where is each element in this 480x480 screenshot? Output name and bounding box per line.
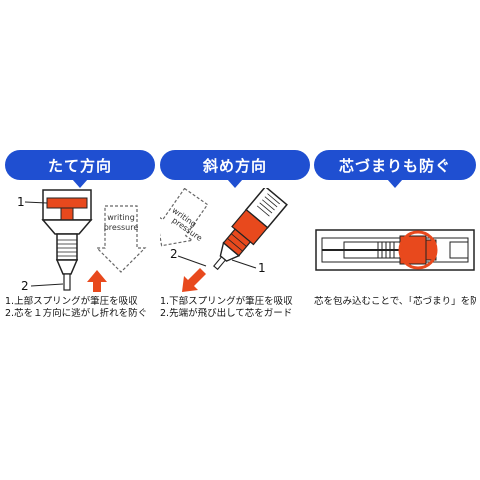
caption-line-2: 2.芯を１方向に逃がし折れを防ぐ [5, 308, 148, 319]
pencil-vertical [41, 189, 93, 291]
anti-jam-illustration [315, 229, 475, 271]
caption-line-1: 1.下部スプリングが筆圧を吸収 [160, 296, 293, 307]
label-2: 2 [21, 279, 29, 293]
diagonal-pressure-illustration: writing pressure 2 1 [160, 188, 288, 292]
panel-vertical-caption: 1.上部スプリングが筆圧を吸収 2.芯を１方向に逃がし折れを防ぐ [5, 296, 155, 320]
arrow-text-2: pressure [104, 223, 139, 232]
caption-line-1: 芯を包み込むことで、「芯づまり」を防ぎます。 [314, 296, 476, 307]
leader-line-2 [30, 283, 64, 287]
writing-pressure-arrow [160, 188, 209, 247]
leader-line-2 [177, 255, 207, 267]
panel-anti-jam-caption: 芯を包み込むことで、「芯づまり」を防ぎます。 [314, 296, 476, 308]
highlight-circle [398, 230, 438, 270]
vertical-pressure-illustration: 1 2 writing pressure [17, 189, 147, 293]
panel-vertical: たて方向 1 2 writing pressure 1.上部ス [5, 150, 155, 330]
panel-diagonal: 斜め方向 writing pressure 2 1 [160, 150, 310, 330]
leader-line-1 [231, 259, 257, 269]
pencil-cross-section [315, 229, 475, 271]
caption-line-1: 1.上部スプリングが筆圧を吸収 [5, 296, 138, 307]
leader-line-1 [24, 201, 48, 204]
label-2: 2 [170, 247, 178, 261]
panel-diagonal-caption: 1.下部スプリングが筆圧を吸収 2.先端が飛び出して芯をガード [160, 296, 310, 320]
label-1: 1 [17, 195, 25, 209]
label-1: 1 [258, 261, 266, 275]
pencil-diagonal [213, 188, 288, 271]
panel-vertical-title: たて方向 [5, 150, 155, 188]
arrow-text-1: writing [107, 213, 135, 222]
caption-line-2: 2.先端が飛び出して芯をガード [160, 308, 293, 319]
panel-anti-jam: 芯づまりも防ぐ 芯を包み込むことで、「芯づまり」を防ぎます。 [314, 150, 476, 330]
writing-pressure-arrow [95, 205, 147, 273]
up-arrow-icon [87, 270, 107, 292]
down-left-arrow-icon [182, 268, 206, 292]
panel-diagonal-title: 斜め方向 [160, 150, 310, 188]
panel-anti-jam-title: 芯づまりも防ぐ [314, 150, 476, 188]
